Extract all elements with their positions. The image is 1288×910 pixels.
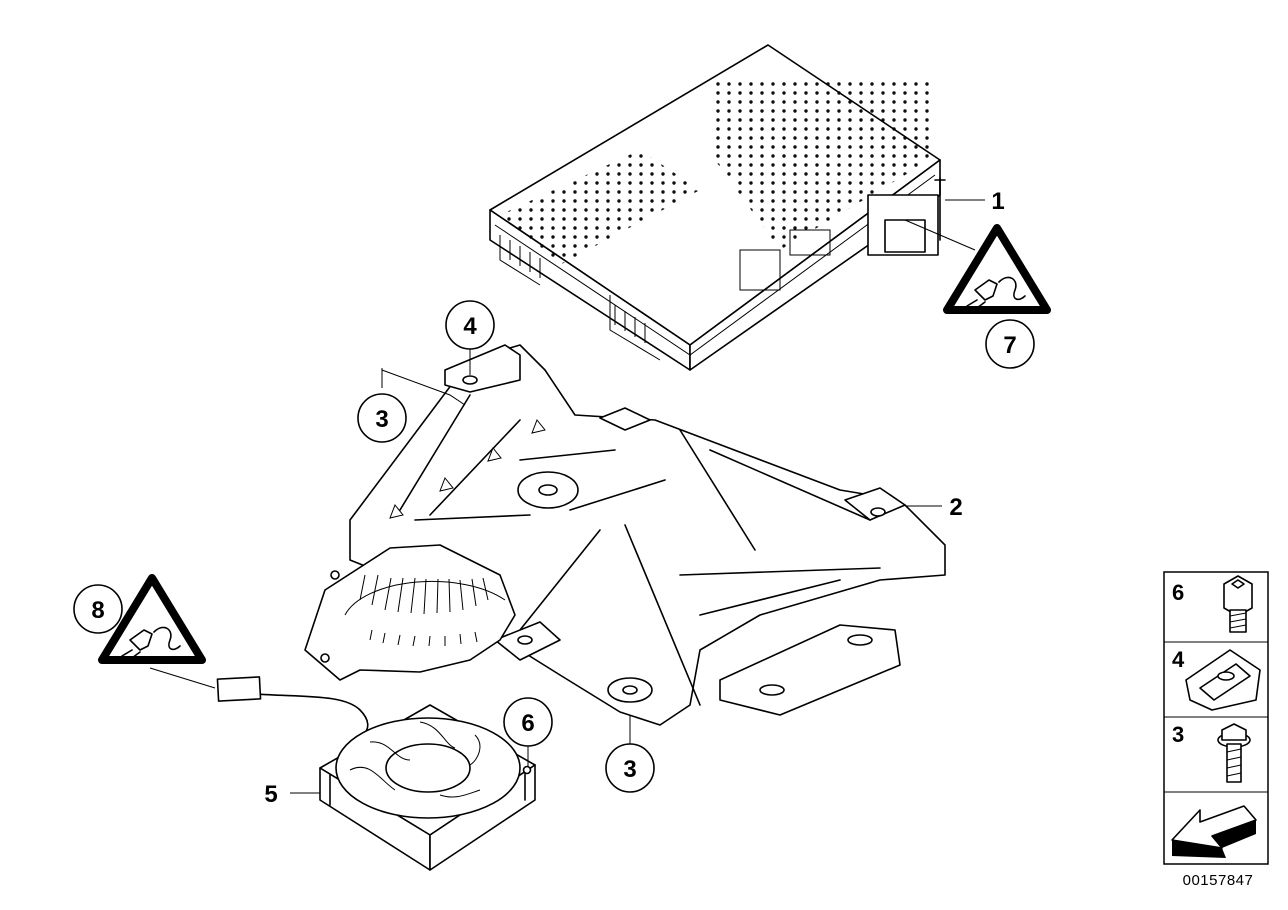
mounting-bracket xyxy=(304,344,946,726)
callout-label: 8 xyxy=(91,597,104,624)
leader-lines xyxy=(149,199,985,794)
connector-warning-icon xyxy=(943,224,1051,314)
document-number: 00157847 xyxy=(1183,872,1254,889)
callout-label: 1 xyxy=(991,188,1004,215)
callout-label: 2 xyxy=(949,494,962,521)
callout-5: 5 xyxy=(264,781,277,808)
callout-3-upper: 3 xyxy=(357,393,407,443)
callout-label: 3 xyxy=(375,406,388,433)
legend-label: 3 xyxy=(1172,722,1184,747)
cooling-fan xyxy=(216,676,536,871)
callout-3-lower: 3 xyxy=(605,743,655,793)
callout-2: 2 xyxy=(949,494,962,521)
callout-label: 7 xyxy=(1003,332,1016,359)
callout-label: 5 xyxy=(264,781,277,808)
clip-nut-icon xyxy=(1185,649,1261,711)
callout-label: 3 xyxy=(623,756,636,783)
callout-1: 1 xyxy=(991,188,1004,215)
legend-label: 4 xyxy=(1172,647,1185,672)
callout-6: 6 xyxy=(503,697,553,747)
legend-panel: 6 4 3 xyxy=(1163,571,1269,865)
legend-item-clip-nut: 4 xyxy=(1172,647,1261,711)
callout-label: 6 xyxy=(521,710,534,737)
vent-slots xyxy=(359,574,489,647)
callout-4: 4 xyxy=(445,300,495,350)
callout-label: 4 xyxy=(463,313,477,340)
legend-label: 6 xyxy=(1172,580,1184,605)
connector-warning-icon xyxy=(98,574,206,664)
legend-item-screw: 6 xyxy=(1172,575,1253,633)
legend-item-direction xyxy=(1171,805,1257,858)
bolt-icon xyxy=(1217,723,1251,783)
screw-icon xyxy=(1223,575,1253,633)
legend-item-bolt: 3 xyxy=(1172,722,1251,783)
control-module-box xyxy=(489,44,946,371)
direction-arrow-icon xyxy=(1171,805,1257,858)
callout-8: 8 xyxy=(73,584,123,634)
callout-7: 7 xyxy=(985,319,1035,369)
